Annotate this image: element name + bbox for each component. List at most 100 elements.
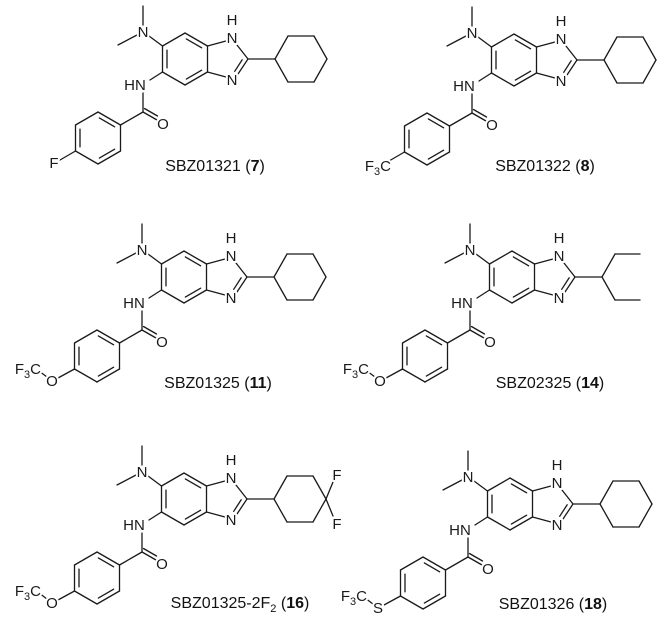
- phenyl-bond: [74, 150, 99, 165]
- amide-nh-label: HN: [451, 295, 473, 312]
- bond: [237, 58, 249, 75]
- bond: [513, 72, 538, 87]
- bond: [531, 516, 552, 523]
- bonds: [38, 223, 327, 383]
- bond: [535, 41, 556, 48]
- caption-paren: (: [574, 596, 584, 613]
- imidazole-h-label: H: [556, 13, 567, 30]
- compound-caption: SBZ01325 (11): [164, 375, 272, 392]
- compound-number: 16: [286, 595, 304, 612]
- amide-nh-label: HN: [453, 78, 475, 95]
- bond: [562, 503, 574, 520]
- double-bond-line: [514, 39, 532, 50]
- bond: [183, 250, 208, 265]
- bond: [509, 516, 534, 531]
- bond: [205, 289, 226, 296]
- bond: [474, 516, 489, 526]
- double-bond-line: [185, 69, 203, 80]
- bond: [57, 590, 76, 601]
- cf3-c: C: [356, 588, 367, 605]
- bond: [488, 289, 513, 304]
- methyl-bond: [446, 35, 467, 47]
- cyclohexyl-bond: [599, 480, 614, 505]
- bonds: [364, 450, 653, 610]
- bond: [235, 484, 248, 500]
- carbonyl-o-label: O: [156, 334, 168, 351]
- compound-number: 11: [250, 375, 267, 392]
- oxygen-label: O: [374, 373, 386, 390]
- double-bond-line: [510, 483, 528, 494]
- phenyl-bond: [399, 556, 424, 571]
- bond: [205, 480, 226, 487]
- double-bond-line: [184, 509, 202, 520]
- bond: [601, 276, 616, 301]
- bond: [142, 111, 158, 121]
- bond: [38, 592, 48, 600]
- bond: [385, 368, 404, 379]
- compound-code: SBZ01322: [495, 158, 571, 175]
- double-bond-line: [97, 366, 115, 377]
- bond: [478, 72, 493, 82]
- compound-number: 18: [584, 596, 602, 613]
- phenyl-bond: [74, 111, 99, 126]
- amide-nh-label: HN: [449, 522, 471, 539]
- cf3-f: F: [343, 361, 352, 378]
- cyclohexyl-bond: [638, 480, 653, 505]
- phenyl-bond: [424, 329, 449, 344]
- phenyl-bond: [403, 151, 428, 166]
- double-bond-line: [98, 148, 116, 159]
- imidazole-n3-label: N: [227, 72, 238, 89]
- double-bond-line: [184, 478, 202, 489]
- bond: [366, 370, 376, 378]
- imidazole-h-label: H: [552, 457, 563, 474]
- caption-paren: ): [259, 158, 264, 175]
- double-bond-line: [233, 277, 242, 290]
- bond: [488, 250, 513, 265]
- cyclohexyl-bond: [312, 276, 327, 301]
- carbonyl-o-label: O: [157, 116, 169, 133]
- bond: [563, 262, 576, 278]
- cf3-subscript: 3: [350, 596, 356, 608]
- bond: [533, 258, 554, 265]
- bond: [472, 108, 488, 118]
- compound-caption: SBZ01321 (7): [165, 158, 265, 175]
- imidazole-n1-label: N: [556, 31, 567, 48]
- double-bond-line: [512, 287, 530, 298]
- amide-nh-label: HN: [123, 295, 145, 312]
- phenyl-bond: [424, 368, 449, 383]
- bond: [235, 262, 248, 278]
- phenyl-bond: [73, 551, 98, 566]
- bond: [566, 59, 578, 76]
- bond: [388, 151, 406, 162]
- cf3-label: F3C: [365, 158, 391, 178]
- phenyl-bond: [73, 590, 98, 605]
- bond: [183, 289, 208, 304]
- cyclohexyl-bond: [599, 503, 614, 528]
- cyclohexyl-bond: [642, 36, 657, 61]
- cyclohexyl-bond: [274, 35, 289, 60]
- methyl-bond: [117, 34, 138, 46]
- methyl-bond: [116, 474, 137, 486]
- imidazole-n1-label: N: [552, 475, 563, 492]
- double-bond-line: [425, 335, 443, 346]
- double-bond-line: [184, 256, 202, 267]
- fluorine-label: F: [332, 516, 341, 533]
- bond: [57, 368, 76, 379]
- bond: [486, 477, 511, 492]
- cyclohexyl-bond: [273, 276, 288, 301]
- bond: [236, 276, 248, 293]
- bond: [142, 325, 158, 335]
- bond: [476, 289, 491, 299]
- cf3-label: F3C: [341, 588, 367, 608]
- bond: [160, 472, 185, 487]
- cyclohexyl-bond: [273, 475, 288, 500]
- bond: [148, 35, 164, 47]
- phenyl-bond: [426, 112, 451, 127]
- bond: [565, 45, 578, 61]
- bond: [325, 481, 334, 500]
- cyclohexyl-bond: [638, 503, 653, 528]
- bond: [509, 477, 534, 492]
- double-bond-line: [98, 117, 116, 128]
